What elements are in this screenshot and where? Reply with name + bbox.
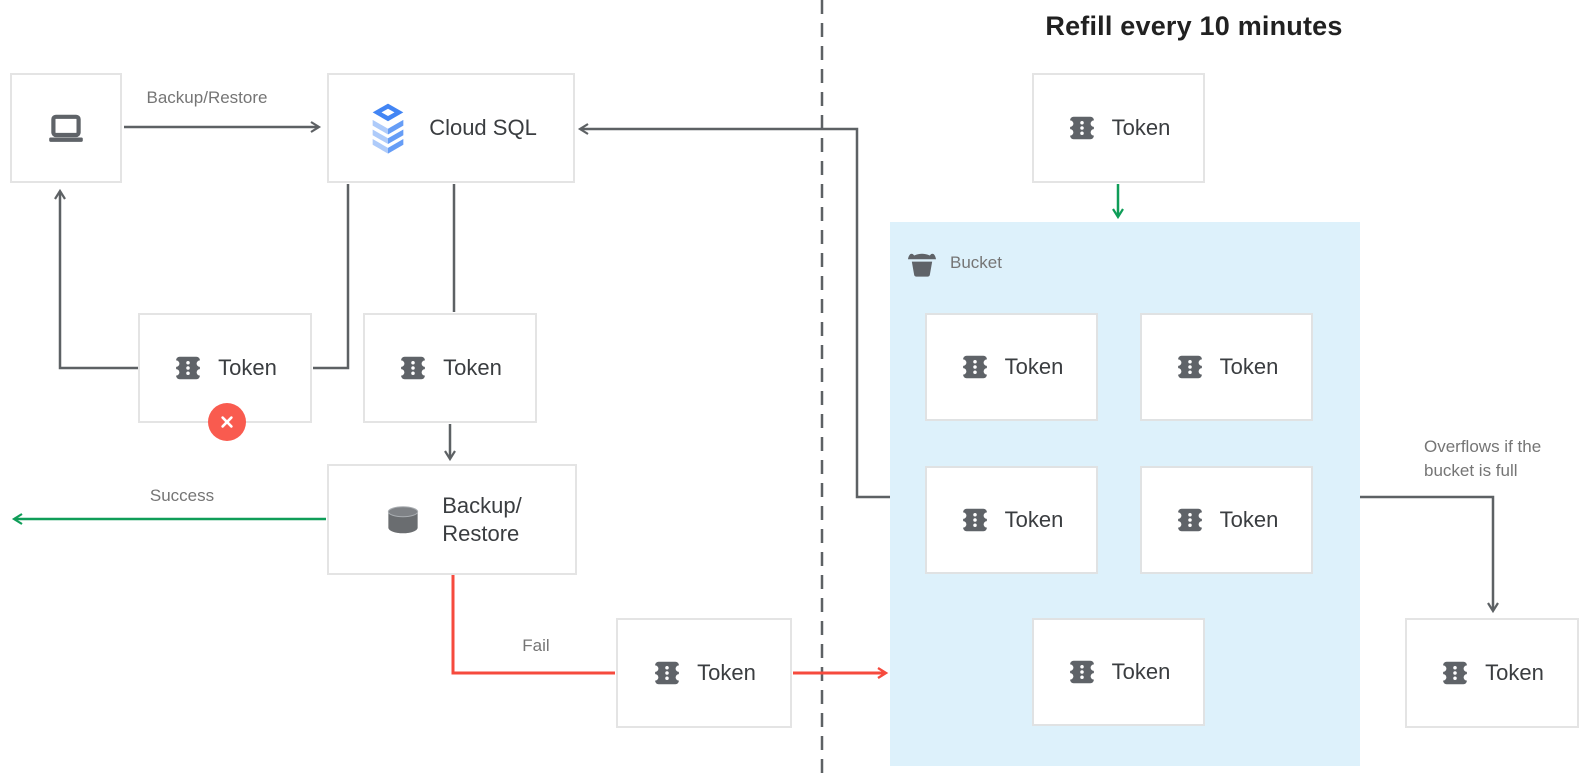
x-icon	[221, 416, 233, 428]
rejected-token-node: Token	[138, 313, 312, 441]
token-label: Token	[218, 355, 277, 381]
token-label: Token	[443, 355, 502, 381]
queued-token-node: Token	[363, 313, 537, 423]
token-icon	[1067, 113, 1097, 143]
bucket-token-node: Token	[1140, 313, 1313, 421]
token-label: Token	[1219, 354, 1279, 380]
token-icon	[398, 353, 428, 383]
bucket-header: Bucket	[905, 246, 1002, 279]
laptop-icon	[45, 107, 87, 149]
token-icon	[173, 353, 203, 383]
backup-restore-label: Backup/ Restore	[442, 493, 522, 546]
bucket-token-node: Token	[1032, 618, 1205, 726]
token-label: Token	[1485, 660, 1544, 686]
overflow-token-node: Token	[1405, 618, 1579, 728]
edge-label-backup-restore: Backup/Restore	[146, 88, 268, 107]
bucket-icon	[905, 246, 939, 279]
bucket-token-node: Token	[925, 313, 1098, 421]
edge-label-success: Success	[149, 486, 215, 505]
edge-cloudsql-to-rejected-token	[313, 184, 350, 370]
token-label: Token	[1111, 115, 1171, 141]
edge-fail-to-token	[451, 575, 615, 675]
bucket-token-node: Token	[925, 466, 1098, 574]
token-icon	[960, 352, 990, 382]
token-icon	[1440, 658, 1470, 688]
token-label: Token	[1004, 507, 1064, 533]
refill-token-node: Token	[1032, 73, 1205, 183]
token-label: Token	[1219, 507, 1279, 533]
token-icon	[1175, 505, 1205, 535]
token-icon	[652, 658, 682, 688]
token-label: Token	[1111, 659, 1171, 685]
error-badge	[208, 403, 246, 441]
client-node	[10, 73, 122, 183]
edge-label-fail: Fail	[522, 636, 550, 655]
overflow-note: Overflows if the bucket is full	[1424, 437, 1542, 480]
cloud-sql-label: Cloud SQL	[429, 115, 537, 141]
edge-bucket-overflow	[1360, 495, 1499, 614]
backup-restore-node: Backup/ Restore	[327, 464, 577, 575]
edge-rejected-token-to-client	[54, 188, 138, 370]
bucket-token-node: Token	[1140, 466, 1313, 574]
bucket-region: Bucket Token Token Token Token Token	[890, 222, 1360, 766]
edge-bucket-to-cloudsql	[577, 123, 890, 499]
refill-title: Refill every 10 minutes	[1045, 11, 1343, 41]
bucket-label: Bucket	[950, 252, 1002, 272]
token-icon	[1067, 657, 1097, 687]
token-icon	[1175, 352, 1205, 382]
token-icon	[960, 505, 990, 535]
failed-token-node: Token	[616, 618, 792, 728]
cloud-sql-icon	[365, 101, 411, 156]
token-label: Token	[697, 660, 756, 686]
token-label: Token	[1004, 354, 1064, 380]
database-icon	[382, 504, 424, 535]
cloud-sql-node: Cloud SQL	[327, 73, 575, 183]
